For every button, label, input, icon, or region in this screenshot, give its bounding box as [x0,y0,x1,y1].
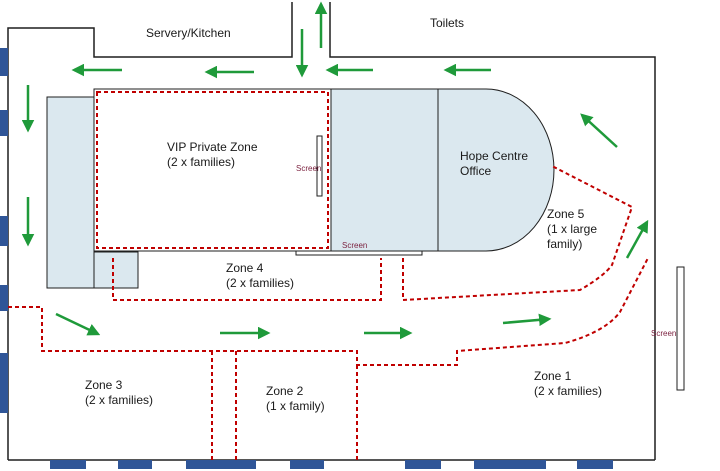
zone4-capacity: (2 x families) [226,276,295,290]
outer-wall-right-top [329,2,656,460]
window [0,285,8,311]
stage-block [330,88,439,252]
zone5-capacity-line1: (1 x large [547,222,598,236]
zone-boundaries [8,91,649,460]
walls [7,2,656,461]
zone4-name: Zone 4 [226,261,264,275]
zone1-capacity: (2 x families) [534,384,603,398]
office-block [437,88,555,252]
office-label-line2: Office [460,164,492,178]
window [186,460,256,469]
vip-zone-capacity: (2 x families) [167,155,236,169]
window [118,460,152,469]
stage-screen [295,250,423,256]
zone5-boundary [402,165,634,302]
right-wall-screen-label: Screen [651,329,677,338]
right-wall-screen [676,266,685,391]
toilets-label: Toilets [430,16,465,30]
window [0,110,8,136]
window [290,460,324,469]
vip-screen-label: Screen [296,164,322,173]
furniture [46,88,685,391]
office-label-line1: Hope Centre [460,149,529,163]
flow-arrow [55,312,101,336]
window [405,460,441,469]
vip-zone-name: VIP Private Zone [167,140,258,154]
window [0,216,8,246]
zone5-name: Zone 5 [547,207,585,221]
vip-zone-boundary [96,91,329,249]
vip-screen [316,135,323,197]
zone3-name: Zone 3 [85,378,123,392]
left-table [46,96,95,289]
flow-arrows [21,1,649,340]
zone1-name: Zone 1 [534,369,572,383]
flow-arrow [580,113,618,148]
outer-wall-left-top [7,2,293,460]
window [577,460,613,469]
window [0,353,8,413]
zone4-boundary [112,258,382,301]
zone2-name: Zone 2 [266,384,304,398]
windows [0,48,613,469]
flow-arrow [625,219,649,259]
zone2-capacity: (1 x family) [266,399,325,413]
window [50,460,86,469]
zone-divider-main [8,257,649,366]
zone3-capacity: (2 x families) [85,393,154,407]
vip-room-floor [93,88,332,252]
flow-arrow [502,313,552,327]
zone5-capacity-line2: family) [547,237,583,251]
window [0,48,8,76]
left-table-extension [93,251,139,289]
window [474,460,546,469]
stage-screen-label: Screen [342,241,368,250]
servery-kitchen-label: Servery/Kitchen [146,26,231,40]
